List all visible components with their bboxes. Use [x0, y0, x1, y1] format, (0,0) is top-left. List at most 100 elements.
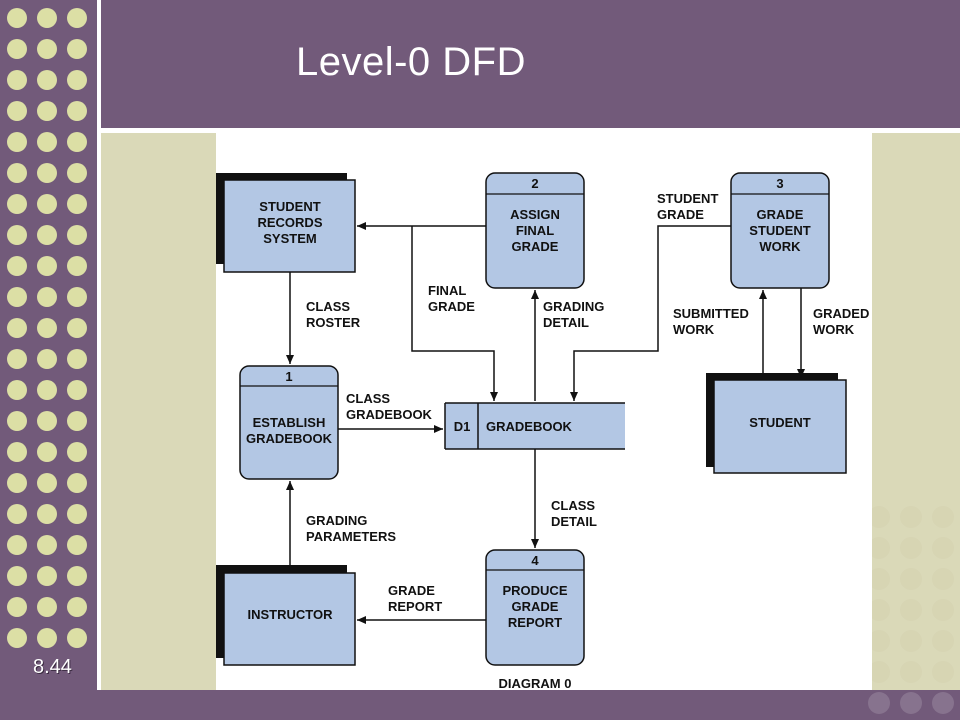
decorative-dot: [37, 535, 57, 555]
decorative-dot: [37, 566, 57, 586]
decorative-dot: [7, 349, 27, 369]
decorative-dot: [7, 225, 27, 245]
decorative-dot: [67, 473, 87, 493]
process-label: ASSIGN: [510, 207, 560, 222]
decorative-dot: [7, 8, 27, 28]
decorative-dot: [900, 661, 922, 683]
decorative-dot: [67, 349, 87, 369]
dfd-figure: STUDENT RECORDS SYSTEM 2 ASSIGN FINAL GR…: [216, 133, 872, 691]
flow-label-submitted-work: SUBMITTED: [673, 306, 749, 321]
process-number: 1: [285, 369, 292, 384]
flow-label-class-detail: CLASS: [551, 498, 595, 513]
slide-number: 8.44: [33, 656, 72, 678]
flow-label-grading-detail: GRADING: [543, 299, 604, 314]
decorative-dot: [7, 442, 27, 462]
process-assign-final-grade: 2 ASSIGN FINAL GRADE: [485, 172, 585, 289]
entity-student: STUDENT: [706, 373, 847, 474]
decorative-dot: [67, 8, 87, 28]
process-label: FINAL: [516, 223, 554, 238]
entity-label: INSTRUCTOR: [248, 607, 334, 622]
decorative-dot: [67, 70, 87, 90]
decorative-dot: [932, 568, 954, 590]
horizontal-divider: [101, 128, 960, 133]
flow-arrows: [286, 222, 805, 624]
decorative-dot: [67, 411, 87, 431]
entity-label: STUDENT: [749, 415, 810, 430]
decorative-dot: [932, 692, 954, 714]
decorative-dot: [37, 287, 57, 307]
decorative-dot: [932, 661, 954, 683]
decorative-dot: [37, 504, 57, 524]
decorative-dot-grid: [0, 0, 98, 690]
decorative-dot: [900, 506, 922, 528]
process-number: 2: [531, 176, 538, 191]
process-grade-student-work: 3 GRADE STUDENT WORK: [730, 172, 830, 289]
vertical-divider: [97, 0, 101, 690]
decorative-dot: [900, 568, 922, 590]
flow-label-grading-parameters: GRADING: [306, 513, 367, 528]
dfd-diagram: STUDENT RECORDS SYSTEM 2 ASSIGN FINAL GR…: [216, 172, 869, 691]
decorative-dot: [67, 380, 87, 400]
decorative-dot: [37, 318, 57, 338]
decorative-dot: [67, 132, 87, 152]
flow-label-submitted-work: WORK: [673, 322, 715, 337]
decorative-dot: [37, 256, 57, 276]
flow-label-graded-work: GRADED: [813, 306, 869, 321]
decorative-dot: [37, 8, 57, 28]
decorative-dot: [7, 380, 27, 400]
decorative-dot: [67, 256, 87, 276]
flow-label-grade-report: REPORT: [388, 599, 442, 614]
decorative-dot: [67, 628, 87, 648]
decorative-dot: [37, 442, 57, 462]
arrow-student-grade: [570, 225, 731, 401]
decorative-dot: [67, 504, 87, 524]
decorative-dot: [37, 225, 57, 245]
entity-instructor: INSTRUCTOR: [216, 565, 356, 666]
decorative-dot: [7, 70, 27, 90]
decorative-dot: [7, 566, 27, 586]
decorative-dot: [37, 101, 57, 121]
bottom-bar: [0, 690, 960, 720]
datastore-id: D1: [454, 419, 471, 434]
entity-label: STUDENT: [259, 199, 320, 214]
process-label: ESTABLISH: [253, 415, 326, 430]
title-bar: [101, 0, 960, 128]
flow-label-final-grade: GRADE: [428, 299, 475, 314]
decorative-dot: [7, 628, 27, 648]
decorative-dot: [7, 101, 27, 121]
decorative-dot: [868, 661, 890, 683]
process-label: STUDENT: [749, 223, 810, 238]
decorative-dot: [7, 597, 27, 617]
decorative-dots-bottom-right: [860, 500, 960, 720]
decorative-dot: [932, 599, 954, 621]
entity-label: RECORDS: [257, 215, 322, 230]
decorative-dot: [37, 411, 57, 431]
decorative-dot: [900, 537, 922, 559]
decorative-dot: [900, 599, 922, 621]
flow-label-student-grade: GRADE: [657, 207, 704, 222]
process-produce-grade-report: 4 PRODUCE GRADE REPORT: [485, 549, 585, 666]
decorative-dot: [932, 630, 954, 652]
datastore-name: GRADEBOOK: [486, 419, 573, 434]
arrow-final-grade: [411, 226, 498, 401]
decorative-dot: [7, 504, 27, 524]
flow-label-class-gradebook: CLASS: [346, 391, 390, 406]
decorative-dot: [868, 568, 890, 590]
flow-label-graded-work: WORK: [813, 322, 855, 337]
process-label: WORK: [759, 239, 801, 254]
decorative-dot: [67, 318, 87, 338]
decorative-dot: [67, 597, 87, 617]
decorative-dot: [7, 194, 27, 214]
decorative-dot: [67, 287, 87, 307]
entity-label: SYSTEM: [263, 231, 316, 246]
decorative-dot: [37, 380, 57, 400]
decorative-dot: [900, 630, 922, 652]
diagram-caption: DIAGRAM 0: [499, 676, 572, 690]
decorative-dot: [67, 566, 87, 586]
decorative-dot: [67, 535, 87, 555]
decorative-dot: [37, 194, 57, 214]
decorative-dot: [868, 506, 890, 528]
decorative-dot: [67, 163, 87, 183]
decorative-dot: [7, 411, 27, 431]
decorative-dot: [67, 101, 87, 121]
